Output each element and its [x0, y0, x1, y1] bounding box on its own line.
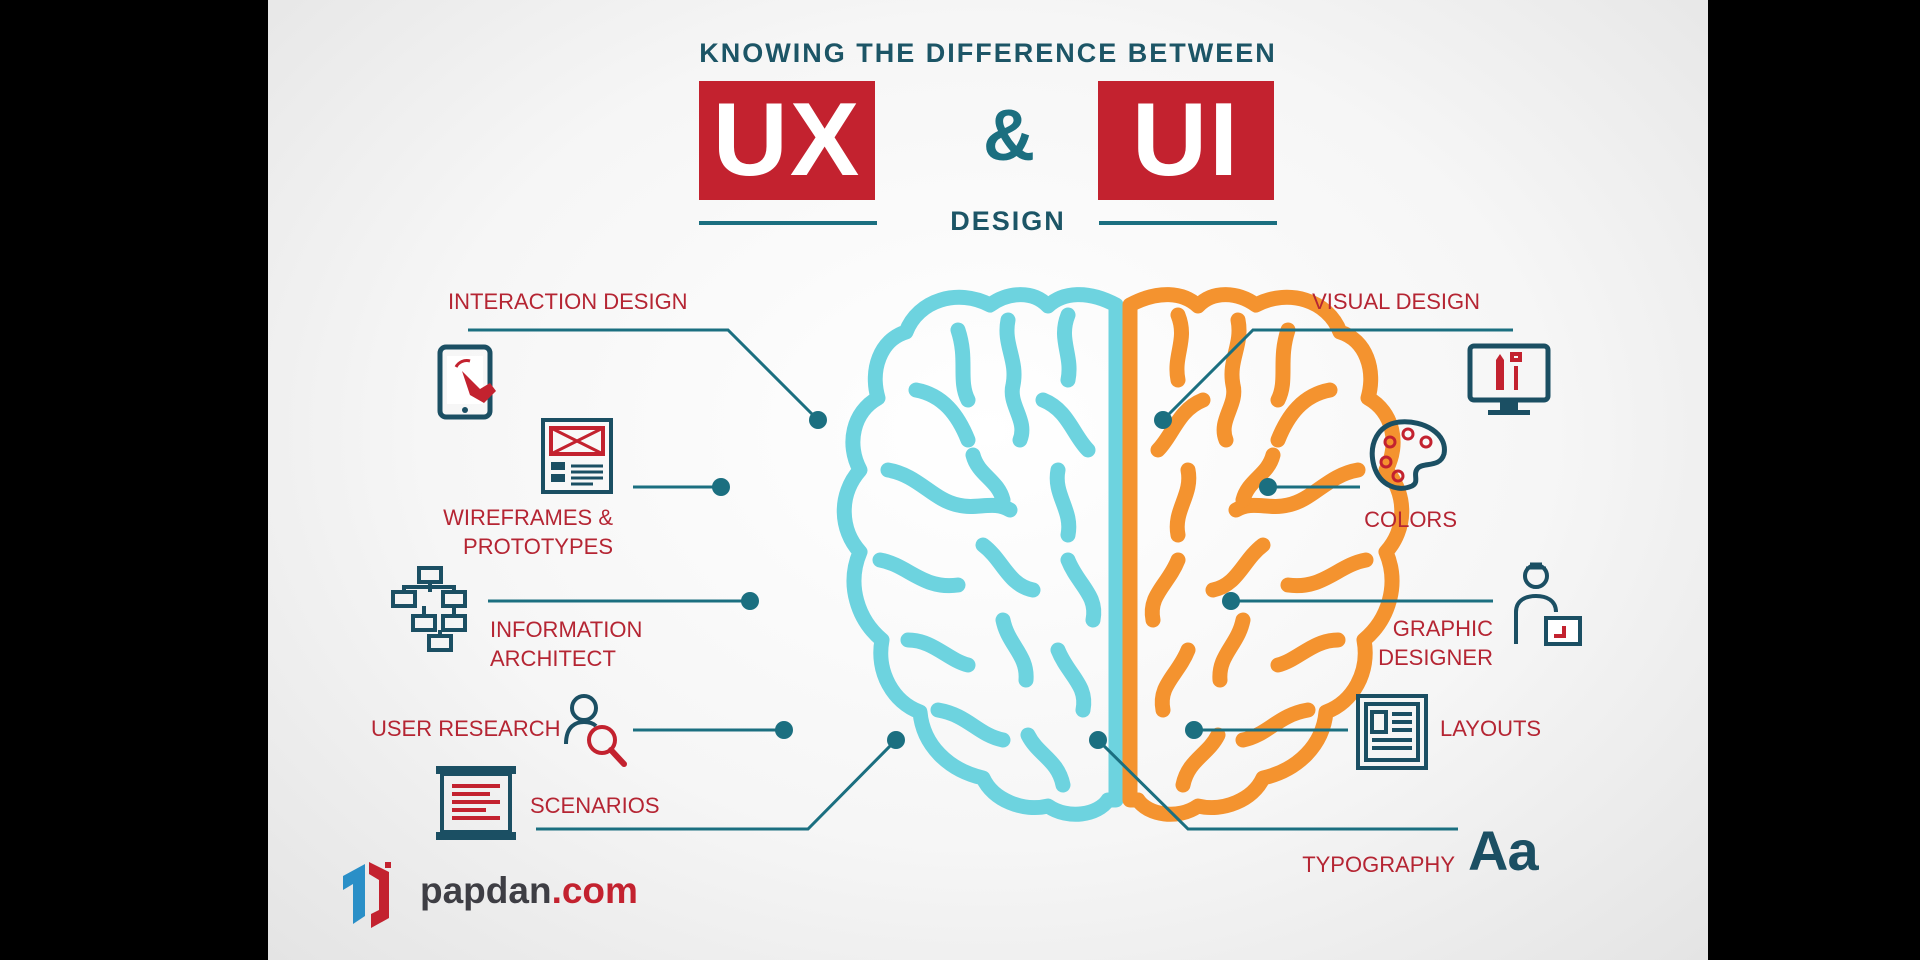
scroll-icon: [436, 766, 516, 840]
label-typography: TYPOGRAPHY: [1302, 852, 1455, 877]
ui-underline: [1099, 221, 1277, 225]
wireframe-icon: [541, 418, 613, 494]
brain-right-hemisphere: [1122, 287, 1410, 822]
user-search-icon: [564, 694, 627, 767]
connector-typography: [1096, 738, 1458, 831]
label-user-research: USER RESEARCH: [371, 716, 561, 741]
label-visual-design: VISUAL DESIGN: [1312, 289, 1480, 314]
label-scenarios: SCENARIOS: [530, 793, 660, 818]
connector-interaction-design: [468, 328, 820, 422]
connector-visual-design: [1161, 328, 1513, 422]
tablet-touch-icon: [437, 344, 496, 420]
palette-icon: [1369, 419, 1447, 491]
ampersand: &: [983, 96, 1035, 176]
label-layouts: LAYOUTS: [1440, 716, 1542, 741]
papdan-logo-icon: [343, 862, 391, 928]
ux-badge: UX: [699, 81, 875, 200]
label-wireframes-prototypes: WIREFRAMES & PROTOTYPES: [443, 505, 613, 559]
infographic-canvas: KNOWING THE DIFFERENCE BETWEEN UX & UI D…: [268, 0, 1708, 960]
label-information-architect: INFORMATION ARCHITECT: [490, 617, 643, 671]
typography-icon: Aa: [1468, 819, 1539, 882]
design-subheading: DESIGN: [950, 206, 1066, 236]
sitemap-icon: [391, 566, 467, 652]
connector-lines: [468, 328, 1513, 831]
ui-badge: UI: [1098, 81, 1274, 200]
label-interaction-design: INTERACTION DESIGN: [448, 289, 688, 314]
brain-diagram: [343, 287, 1582, 928]
brain-left-hemisphere: [836, 287, 1124, 822]
connector-dots: [712, 411, 1277, 749]
brand-name-text: papdan: [420, 870, 552, 911]
connector-scenarios: [536, 738, 898, 831]
heading: KNOWING THE DIFFERENCE BETWEEN: [699, 38, 1277, 68]
ux-underline: [699, 221, 877, 225]
layout-icon: [1356, 694, 1428, 770]
designer-icon: [1514, 562, 1582, 646]
label-graphic-designer: GRAPHIC DESIGNER: [1378, 616, 1493, 670]
monitor-pencil-icon: [1467, 343, 1551, 415]
brand-name: papdan.com: [420, 870, 638, 912]
brand-tld: .com: [551, 870, 638, 911]
label-colors: COLORS: [1364, 507, 1457, 532]
